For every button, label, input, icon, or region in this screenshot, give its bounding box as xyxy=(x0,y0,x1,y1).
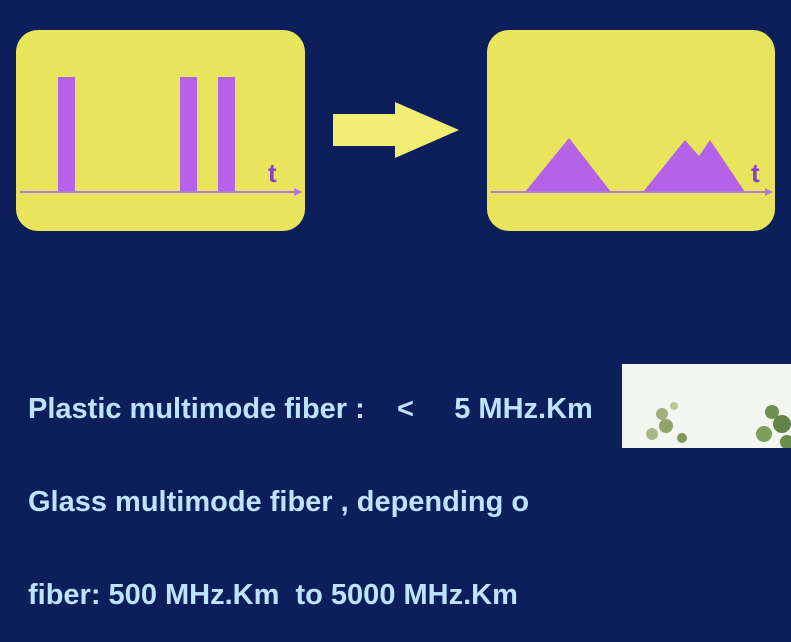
output-pulses-panel: t xyxy=(487,30,775,231)
overlay-photo xyxy=(622,364,791,448)
input-pulses-graphic xyxy=(20,77,302,196)
input-pulse-3 xyxy=(218,77,235,192)
time-axis-arrowhead xyxy=(765,188,773,196)
glass-fiber-line: Glass multimode fiber , depending o xyxy=(28,486,530,518)
plastic-fiber-line: Plastic multimode fiber : < 5 MHz.Km xyxy=(28,393,593,425)
right-arrow-icon xyxy=(333,102,459,158)
time-axis-arrowhead xyxy=(294,188,302,196)
output-pulse-2 xyxy=(643,140,745,192)
input-pulse-1 xyxy=(58,77,75,192)
bandwidth-text: Plastic multimode fiber : < 5 MHz.Km Gla… xyxy=(28,332,593,642)
input-pulses-panel: t xyxy=(16,30,305,231)
input-pulse-2 xyxy=(180,77,197,192)
time-axis-label: t xyxy=(268,158,277,188)
glass-fiber-range-line: fiber: 500 MHz.Km to 5000 MHz.Km xyxy=(28,579,518,611)
time-axis-label: t xyxy=(751,158,760,188)
output-pulses-graphic xyxy=(491,138,773,196)
output-pulse-1 xyxy=(525,138,611,192)
